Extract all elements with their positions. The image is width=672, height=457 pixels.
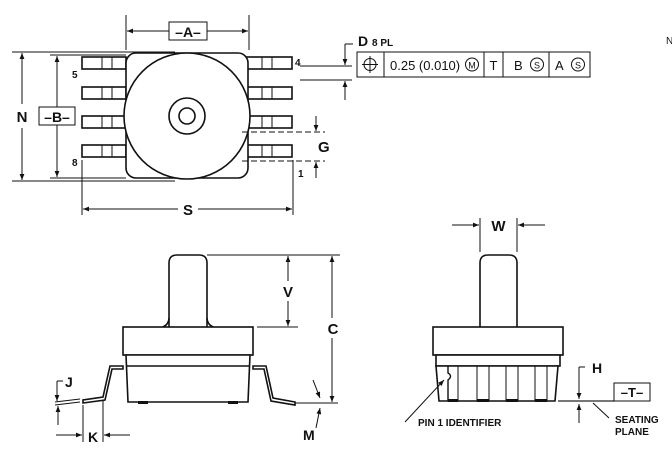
edge-clipped-label: N bbox=[666, 36, 672, 47]
dim-h-label: H bbox=[592, 360, 602, 376]
top-view: –A– N –B– S G 5 8 4 1 bbox=[12, 15, 393, 219]
pin-5-label: 5 bbox=[72, 70, 78, 81]
dim-c-label: C bbox=[328, 321, 339, 338]
datum-a-label: –A– bbox=[175, 24, 201, 40]
dim-k-label: K bbox=[88, 429, 98, 445]
datum-b-modifier: S bbox=[534, 61, 540, 71]
side-view: V C M J K bbox=[54, 254, 340, 445]
seating-plane-label-2: PLANE bbox=[615, 427, 649, 438]
mmc-modifier: M bbox=[468, 61, 476, 71]
datum-a-modifier: S bbox=[575, 61, 581, 71]
datum-a-ref: A bbox=[555, 58, 564, 73]
datum-t-label: –T– bbox=[621, 385, 643, 400]
end-view-pins bbox=[447, 365, 548, 402]
leads-left bbox=[81, 56, 127, 158]
tolerance-value: 0.25 (0.010) bbox=[390, 58, 460, 73]
dim-v-label: V bbox=[283, 284, 293, 301]
pin-1-label: 1 bbox=[298, 169, 304, 180]
dim-n-label: N bbox=[17, 109, 28, 126]
position-icon bbox=[362, 56, 378, 73]
pin-4-label: 4 bbox=[295, 58, 301, 69]
end-view: W PIN 1 IDENTIFIER –T– H SEATING PLANE bbox=[404, 218, 659, 438]
pressure-port-base bbox=[123, 52, 251, 180]
dim-d-note: 8 PL bbox=[372, 38, 393, 49]
pin1-identifier-label: PIN 1 IDENTIFIER bbox=[418, 418, 502, 429]
dim-j-label: J bbox=[65, 374, 73, 390]
dim-m-label: M bbox=[303, 427, 315, 443]
seating-plane-label-1: SEATING bbox=[615, 415, 659, 426]
datum-t-ref: T bbox=[490, 58, 498, 73]
datum-b-label: –B– bbox=[44, 109, 70, 125]
dim-w-label: W bbox=[491, 218, 506, 235]
pin-8-label: 8 bbox=[72, 158, 78, 169]
dim-s-label: S bbox=[183, 202, 193, 219]
feature-control-frame: 0.25 (0.010) M T B S A S bbox=[356, 51, 591, 78]
dim-g-label: G bbox=[318, 139, 330, 156]
leads-right bbox=[245, 56, 293, 158]
dim-d-label: D bbox=[358, 33, 368, 49]
datum-b-ref: B bbox=[514, 58, 523, 73]
